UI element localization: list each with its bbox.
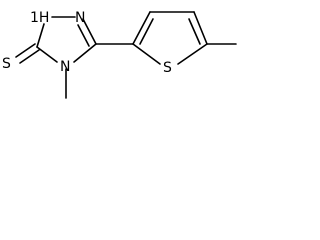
bond-c5-n1 [36, 23, 45, 48]
atom-label-s-thione: S [2, 56, 11, 72]
bond-thio-c2-c3-inner [139, 18, 154, 45]
bond-n2-c3-inner [77, 24, 90, 47]
bond-thio-c4-c5-inner [188, 18, 201, 45]
chemical-structure-diagram: 1H N S N S [2, 10, 237, 99]
bond-thio-s-c2 [132, 43, 161, 65]
atom-label-n4: N [60, 59, 70, 75]
bond-thio-c5-s [177, 43, 208, 65]
bond-thio-c4-c5 [193, 11, 208, 45]
atom-label-nh: 1H [30, 10, 49, 26]
bond-c5-s-double-a [15, 43, 36, 58]
bond-c3-n4 [73, 43, 97, 63]
bond-thio-c2-c3 [132, 11, 151, 45]
atom-label-s-ring: S [163, 60, 172, 76]
bond-n2-c3 [82, 18, 97, 45]
bond-n4-c5 [36, 46, 58, 63]
bond-c5-s-double-b [19, 49, 40, 64]
atom-label-n2: N [75, 10, 85, 26]
